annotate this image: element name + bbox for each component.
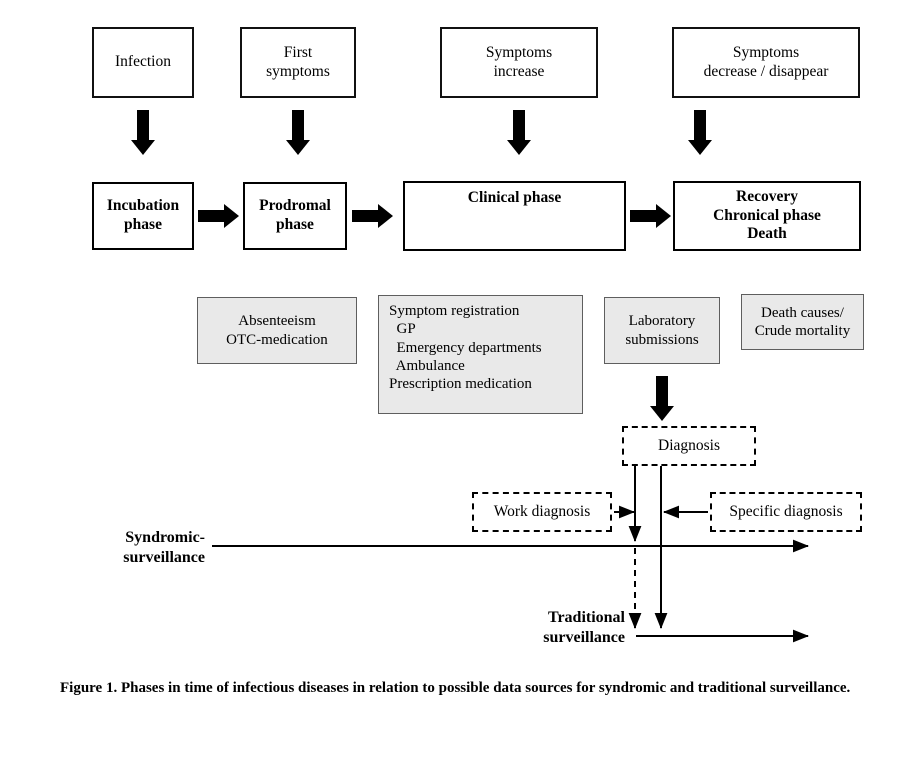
source-line-ambulance: Ambulance (389, 357, 465, 374)
phase-box-recovery-label: Recovery Chronical phase Death (713, 187, 821, 243)
event-box-first-symptoms-label: First symptoms (266, 43, 330, 80)
phase-box-clinical: Clinical phase (403, 181, 626, 251)
source-box-laboratory-submissions: Laboratory submissions (604, 297, 720, 364)
source-box-death-causes: Death causes/ Crude mortality (741, 294, 864, 350)
axis-label-traditional-surveillance: Traditional surveillance (543, 609, 625, 646)
source-box-death-causes-label: Death causes/ Crude mortality (754, 304, 851, 339)
source-line-emergency-departments: Emergency departments (389, 339, 542, 356)
diagnosis-box-specific-diagnosis: Specific diagnosis (710, 492, 862, 532)
source-box-laboratory-submissions-label: Laboratory submissions (625, 313, 699, 348)
phase-box-incubation-label: Incubation phase (106, 197, 180, 233)
source-line-symptom-registration: Symptom registration (389, 303, 520, 319)
diagnosis-box-diagnosis-label: Diagnosis (658, 436, 720, 454)
source-line-prescription-medication: Prescription medication (389, 376, 532, 393)
diagnosis-box-specific-diagnosis-label: Specific diagnosis (729, 502, 843, 520)
event-box-first-symptoms: First symptoms (240, 27, 356, 98)
event-box-symptoms-increase: Symptoms increase (440, 27, 598, 98)
phase-box-recovery: Recovery Chronical phase Death (673, 181, 861, 251)
source-box-symptom-registration: Symptom registration GP Emergency depart… (378, 295, 583, 414)
figure-caption: Figure 1. Phases in time of infectious d… (60, 680, 851, 696)
diagnosis-box-diagnosis: Diagnosis (622, 426, 756, 466)
source-box-absenteeism: Absenteeism OTC-medication (197, 297, 357, 364)
event-box-symptoms-decrease: Symptoms decrease / disappear (672, 27, 860, 98)
source-line-gp: GP (389, 321, 416, 338)
event-box-symptoms-increase-label: Symptoms increase (485, 43, 553, 80)
diagnosis-box-work-diagnosis-label: Work diagnosis (493, 502, 591, 520)
axis-label-syndromic-surveillance: Syndromic- surveillance (123, 529, 205, 566)
phase-box-incubation: Incubation phase (92, 182, 194, 250)
source-box-absenteeism-label: Absenteeism OTC-medication (226, 313, 328, 348)
event-box-infection-label: Infection (115, 53, 171, 71)
diagnosis-box-work-diagnosis: Work diagnosis (472, 492, 612, 532)
event-box-infection: Infection (92, 27, 194, 98)
phase-box-prodromal: Prodromal phase (243, 182, 347, 250)
phase-box-prodromal-label: Prodromal phase (259, 197, 331, 233)
event-box-symptoms-decrease-label: Symptoms decrease / disappear (703, 43, 829, 80)
phase-box-clinical-label: Clinical phase (467, 189, 562, 206)
